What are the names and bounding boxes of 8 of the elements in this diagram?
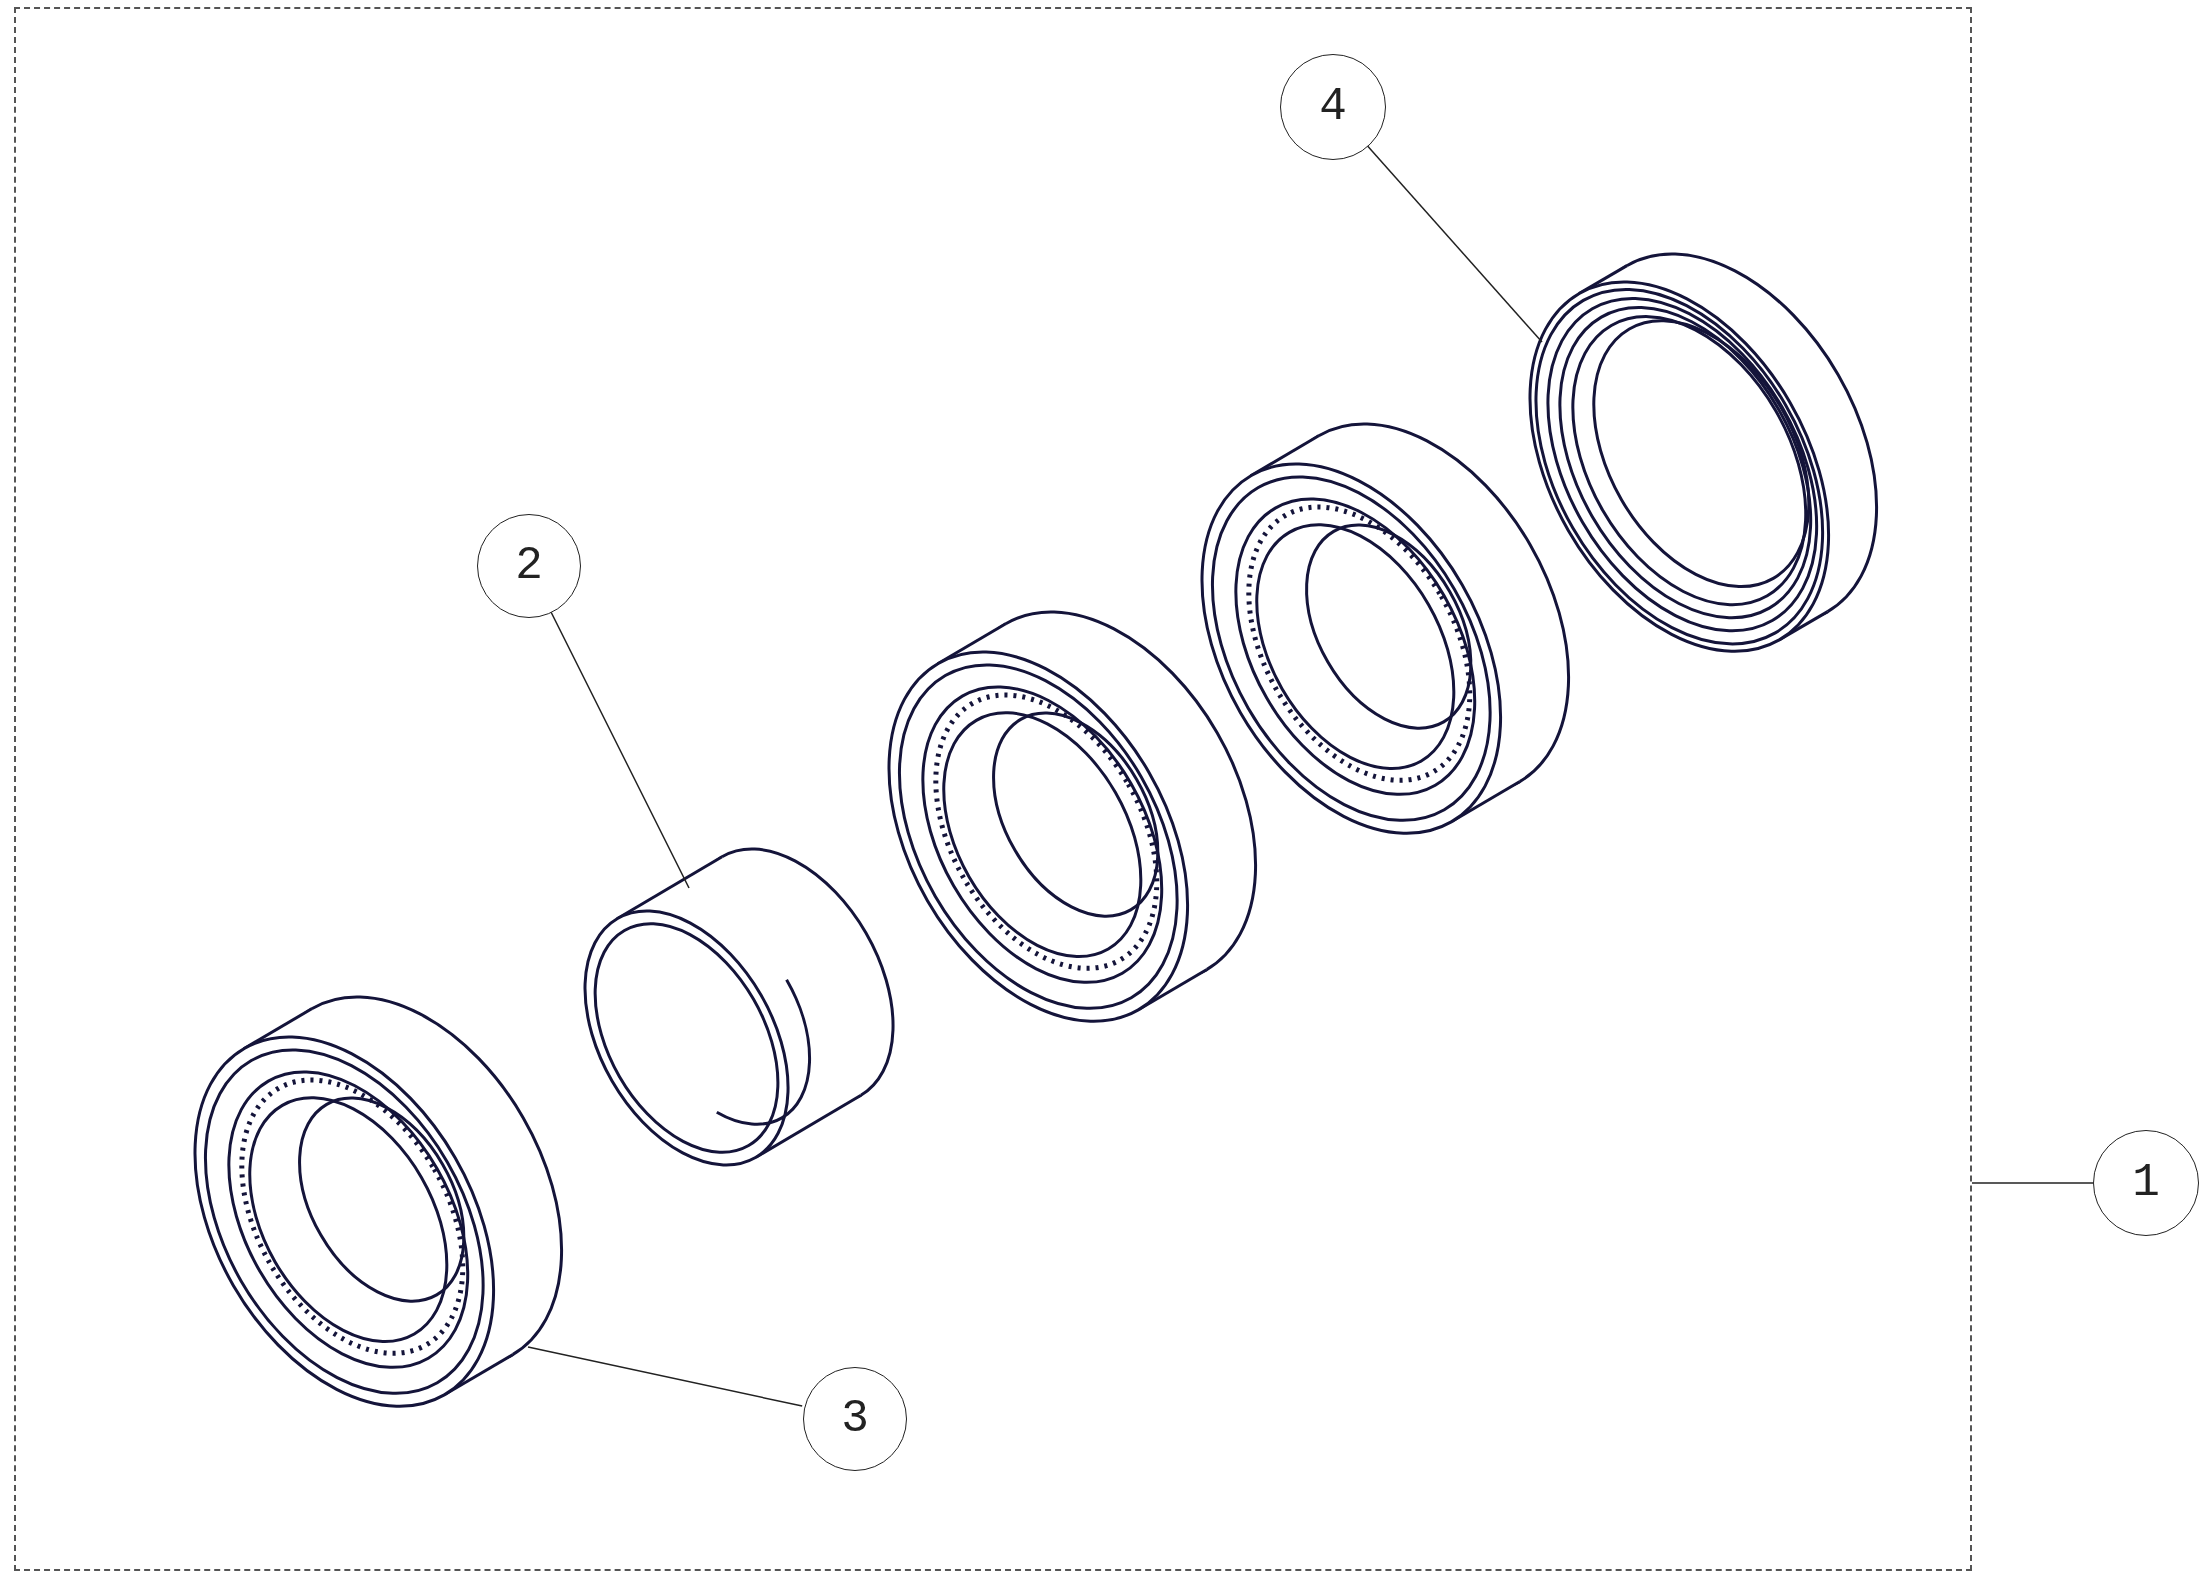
callout-number: 4 <box>1319 81 1347 133</box>
leader-line <box>527 1346 803 1407</box>
callout-number: 2 <box>515 540 543 592</box>
callout-number: 1 <box>2132 1157 2160 1209</box>
leader-line <box>1365 143 1543 343</box>
callout-number: 3 <box>841 1393 869 1445</box>
leader-line <box>1971 1182 2094 1184</box>
assembly-frame <box>14 7 1972 1571</box>
